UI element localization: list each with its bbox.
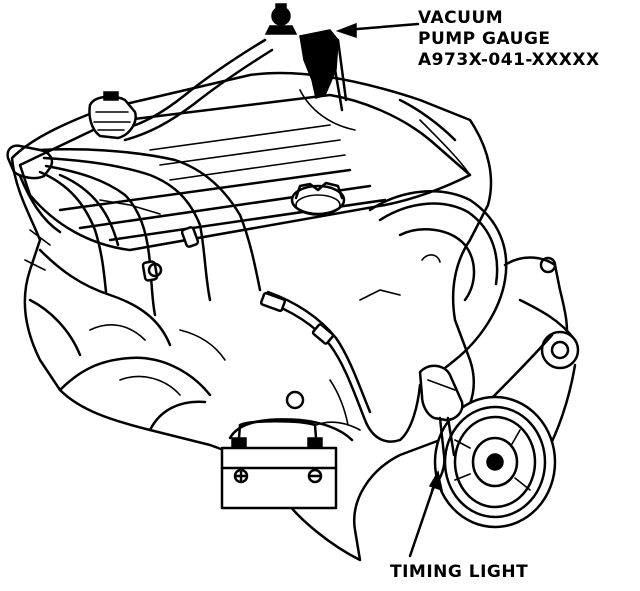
vacuum-pump-gauge	[264, 3, 348, 112]
vacuum-label-line2: PUMP GAUGE	[418, 29, 551, 49]
engine-block	[10, 71, 493, 562]
timing-light-lead	[259, 290, 422, 443]
spark-plug-wires	[38, 148, 262, 317]
vacuum-label-line3: A973X-041-XXXXX	[418, 50, 600, 70]
alternator-bracket	[503, 256, 580, 370]
oil-filler-cap	[290, 181, 346, 216]
engine-details	[24, 229, 401, 426]
timing-light-label: TIMING LIGHT	[390, 562, 529, 582]
timing-light-pointer	[408, 469, 444, 558]
vacuum-label-line1: VACUUM	[418, 8, 504, 28]
vacuum-hose	[118, 38, 274, 142]
vacuum-gauge-pointer	[335, 22, 420, 39]
vacuum-fitting	[88, 91, 137, 140]
timing-belt-cover	[368, 190, 508, 374]
crankshaft-pulley	[433, 395, 557, 529]
battery-cables	[237, 420, 361, 440]
vacuum-pump-gauge-label: VACUUM PUMP GAUGE A973X-041-XXXXX	[418, 8, 600, 71]
timing-light	[418, 364, 464, 492]
battery	[220, 418, 354, 510]
